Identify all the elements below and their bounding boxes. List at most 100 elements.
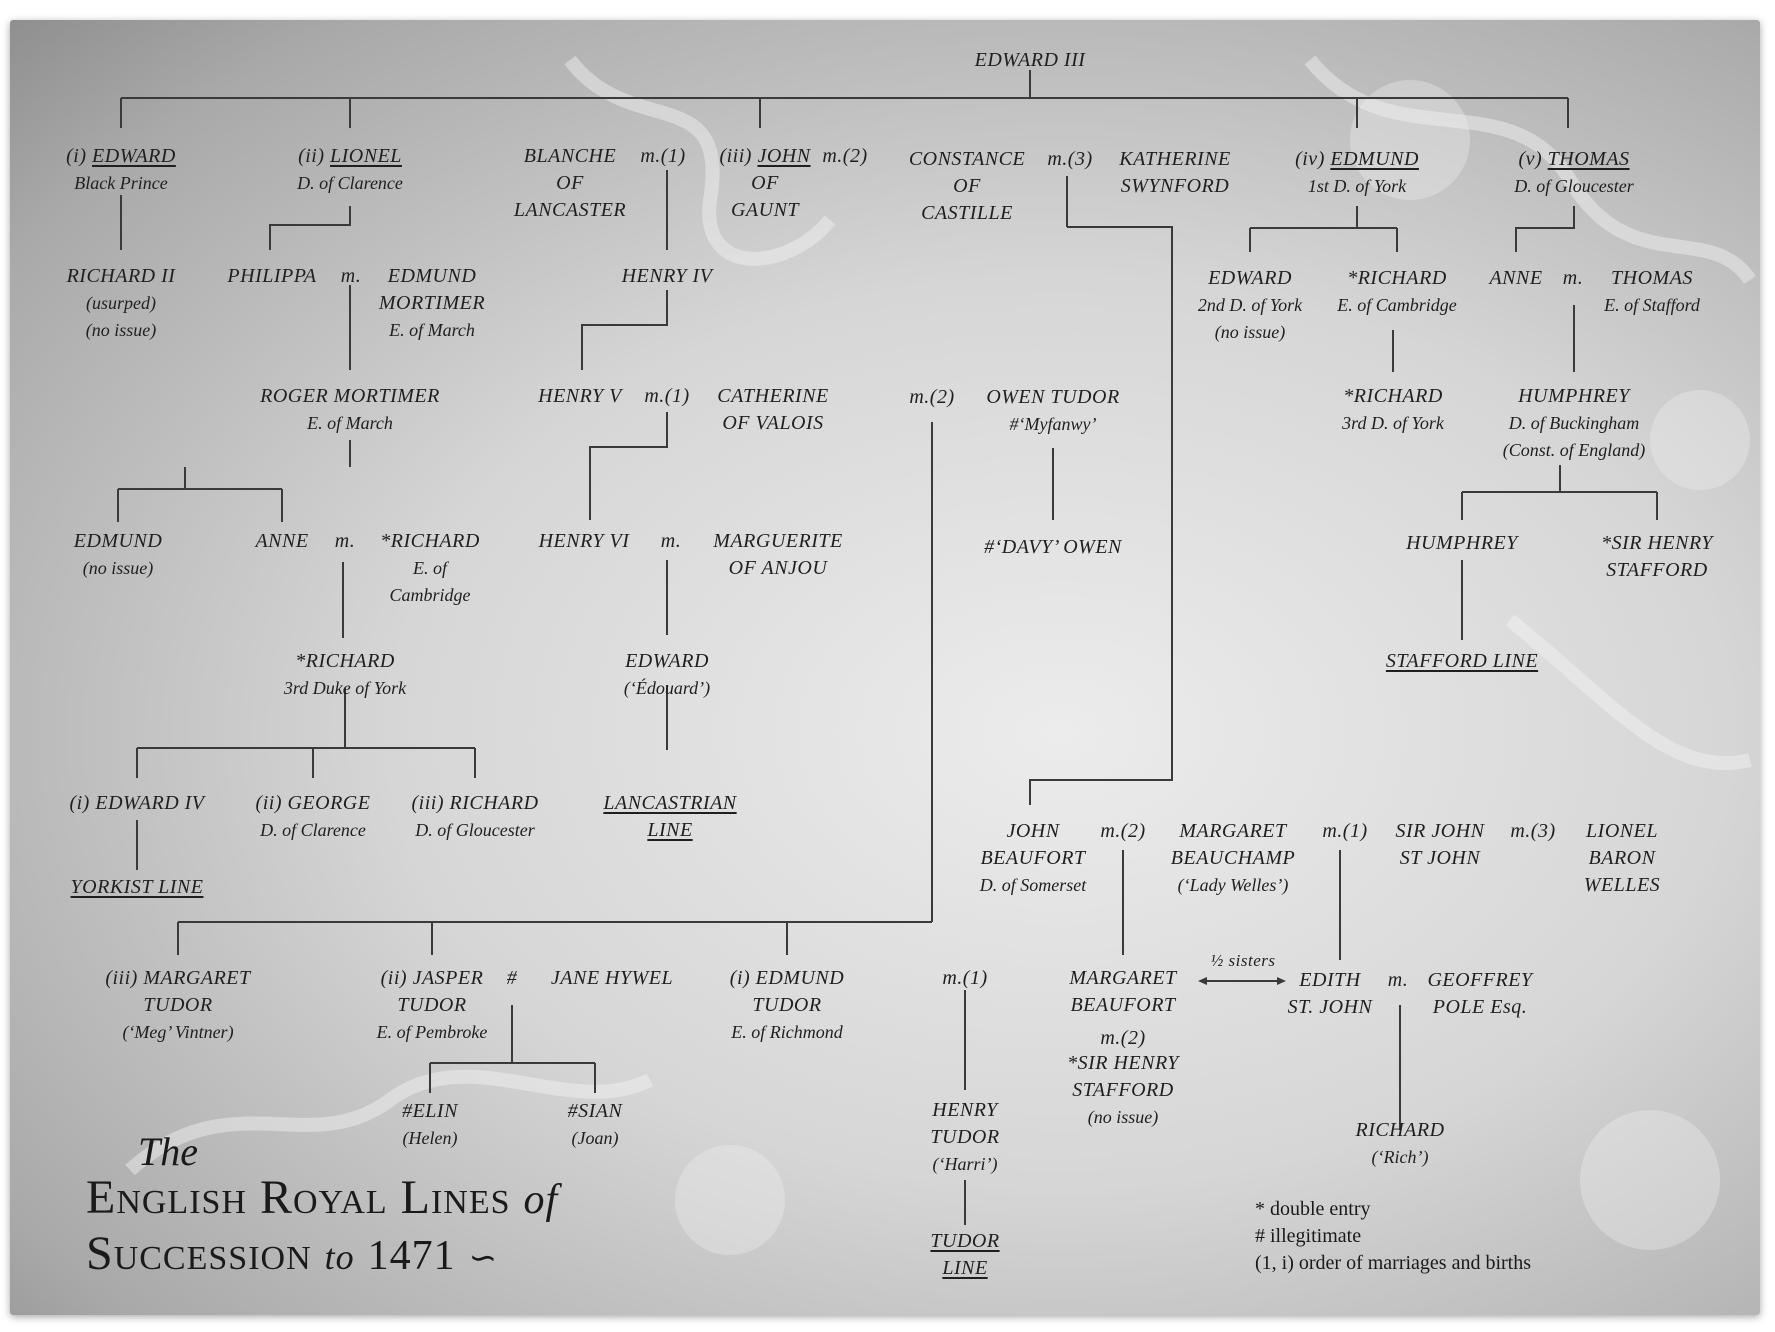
birth-order-label: (ii) [298,145,325,167]
jasper-tudor: (ii) JASPER TUDOR E. of Pembroke [377,965,488,1046]
henry-vi: HENRY VI [538,530,630,552]
person-title: (‘Rich’) [1371,1147,1429,1167]
humphrey-stafford: HUMPHREY [1406,532,1518,554]
half-sisters-label: ½ sisters [1210,951,1276,970]
person-name: EDWARD [1208,267,1292,289]
marriage-label: m.(2) [822,145,868,167]
person-title: E. of March [307,413,393,433]
edmund-no-issue: EDMUND (no issue) [74,528,163,582]
person-title: (no issue) [82,558,154,578]
floral-watermark [125,55,1756,1255]
richard-rich: RICHARD (‘Rich’) [1355,1117,1444,1171]
john-of-gaunt: (iii) JOHN OF GAUNT [719,143,810,224]
lionel-clarence: (ii) LIONEL D. of Clarence [297,143,403,197]
catherine-of-valois: CATHERINE OF VALOIS [717,385,829,434]
person-name: EDWARD [92,145,176,167]
person-name: #SIAN [567,1100,623,1122]
katherine-swynford: KATHERINE SWYNFORD [1119,148,1231,197]
tudor-line: TUDOR LINE [930,1230,1000,1279]
marriage-label: m. [1562,267,1584,289]
edward-black-prince: (i) EDWARD Black Prince [66,143,176,197]
person-title: E. of Richmond [731,1022,843,1042]
edward-2nd-york: EDWARD 2nd D. of York (no issue) [1198,265,1302,346]
margaret-beauchamp: MARGARET BEAUCHAMP (‘Lady Welles’) [1171,818,1295,899]
person-name: RICHARD II [66,265,176,287]
person-title: (no issue) [1087,1107,1159,1127]
marriage-label: m.(2) [1100,820,1146,842]
thomas-stafford: THOMAS E. of Stafford [1604,265,1700,319]
person-name: EDMUND MORTIMER [378,265,486,314]
jane-hywel: JANE HYWEL [550,967,674,989]
thomas-gloucester: (v) THOMAS D. of Gloucester [1514,146,1633,200]
person-title: D. of Gloucester [1514,176,1634,196]
stafford-line: STAFFORD LINE [1385,650,1539,672]
person-title: E. of Stafford [1604,295,1700,315]
humphrey-buckingham: HUMPHREY D. of Buckingham (Const. of Eng… [1503,383,1646,464]
anne-mortimer: ANNE [255,530,309,552]
person-title: (Joan) [571,1128,619,1148]
person-name: *RICHARD [1343,385,1443,407]
marriage-label: m.(3) [1510,820,1556,842]
edward-iii: EDWARD III [974,49,1086,71]
person-title: E. of Cambridge [1337,295,1457,315]
owen-tudor: OWEN TUDOR #‘Myfanwy’ [986,384,1119,438]
person-name: *RICHARD [1347,267,1447,289]
marriage-label: m.(1) [640,145,686,167]
person-name: JOHN [757,145,811,167]
marguerite-of-anjou: MARGUERITE OF ANJOU [713,530,843,579]
birth-order-label: (i) [66,145,87,167]
sian-joan: #SIAN (Joan) [568,1098,623,1152]
edmund-tudor: (i) EDMUND TUDOR E. of Richmond [730,965,844,1046]
person-name: THOMAS [1611,267,1693,289]
person-name: MARGARET BEAUCHAMP [1170,820,1296,869]
roger-mortimer: ROGER MORTIMER E. of March [260,383,440,437]
person-name: #ELIN [402,1100,458,1122]
person-title: D. of Clarence [297,173,403,193]
flourish-icon: ∽ [468,1240,499,1277]
davy-owen: #‘DAVY’ OWEN [984,536,1122,558]
person-name: *RICHARD [380,530,480,552]
margaret-beaufort: MARGARET BEAUFORT [1069,967,1177,1016]
person-title: (‘Édouard’) [623,678,711,698]
marriage-label: m.(1) [942,967,988,989]
person-title: #‘Myfanwy’ [1009,414,1097,434]
birth-order-label: (v) [1518,148,1543,170]
person-name: ROGER MORTIMER [260,385,440,407]
title-connector: to [324,1237,355,1277]
person-name-rest: OF GAUNT [730,172,800,221]
person-title: 2nd D. of York (no issue) [1197,295,1303,342]
person-name: HUMPHREY [1518,385,1630,407]
person-name: (ii) GEORGE [255,792,371,814]
person-name: *RICHARD [295,650,395,672]
title-text: English Royal Lines [86,1171,511,1224]
title-text: Succession [86,1227,312,1280]
person-name: (ii) JASPER TUDOR [380,967,484,1016]
lionel-baron-welles: LIONEL BARON WELLES [1583,820,1661,896]
blanche-of-lancaster: BLANCHE OF LANCASTER [513,145,627,221]
marriage-label: m.(2) [1100,1027,1146,1049]
geoffrey-pole: GEOFFREY POLE Esq. [1427,969,1533,1018]
edward-iv: (i) EDWARD IV [69,792,205,814]
richard-gloucester: (iii) RICHARD D. of Gloucester [411,790,538,844]
person-title: D. of Somerset [979,875,1087,895]
birth-order-label: (iii) [719,145,752,167]
anne-of-gloucester: ANNE [1489,267,1543,289]
richard-earl-cambridge-1: *RICHARD E. of Cambridge [1337,265,1457,319]
richard-ii: RICHARD II (usurped) (no issue) [67,263,176,344]
sir-henry-stafford-2: *SIR HENRY STAFFORD (no issue) [1067,1050,1179,1131]
lancastrian-line: LANCASTRIAN LINE [603,792,737,841]
marriage-label: m.(1) [644,385,690,407]
marriage-label: m.(1) [1322,820,1368,842]
parchment-background [10,20,1760,1315]
page-title-line1: English Royal Lines of [86,1170,558,1225]
person-title: 3rd D. of York [1342,413,1444,433]
person-title: (Helen) [402,1128,458,1148]
henry-iv: HENRY IV [621,265,713,287]
margaret-tudor: (iii) MARGARET TUDOR (‘Meg’ Vintner) [105,965,250,1046]
person-title: (‘Harri’) [932,1154,998,1174]
title-connector: of [523,1177,559,1223]
person-name: THOMAS [1547,148,1630,170]
philippa: PHILIPPA [227,265,317,287]
legend-illegitimate: # illegitimate [1255,1225,1362,1247]
